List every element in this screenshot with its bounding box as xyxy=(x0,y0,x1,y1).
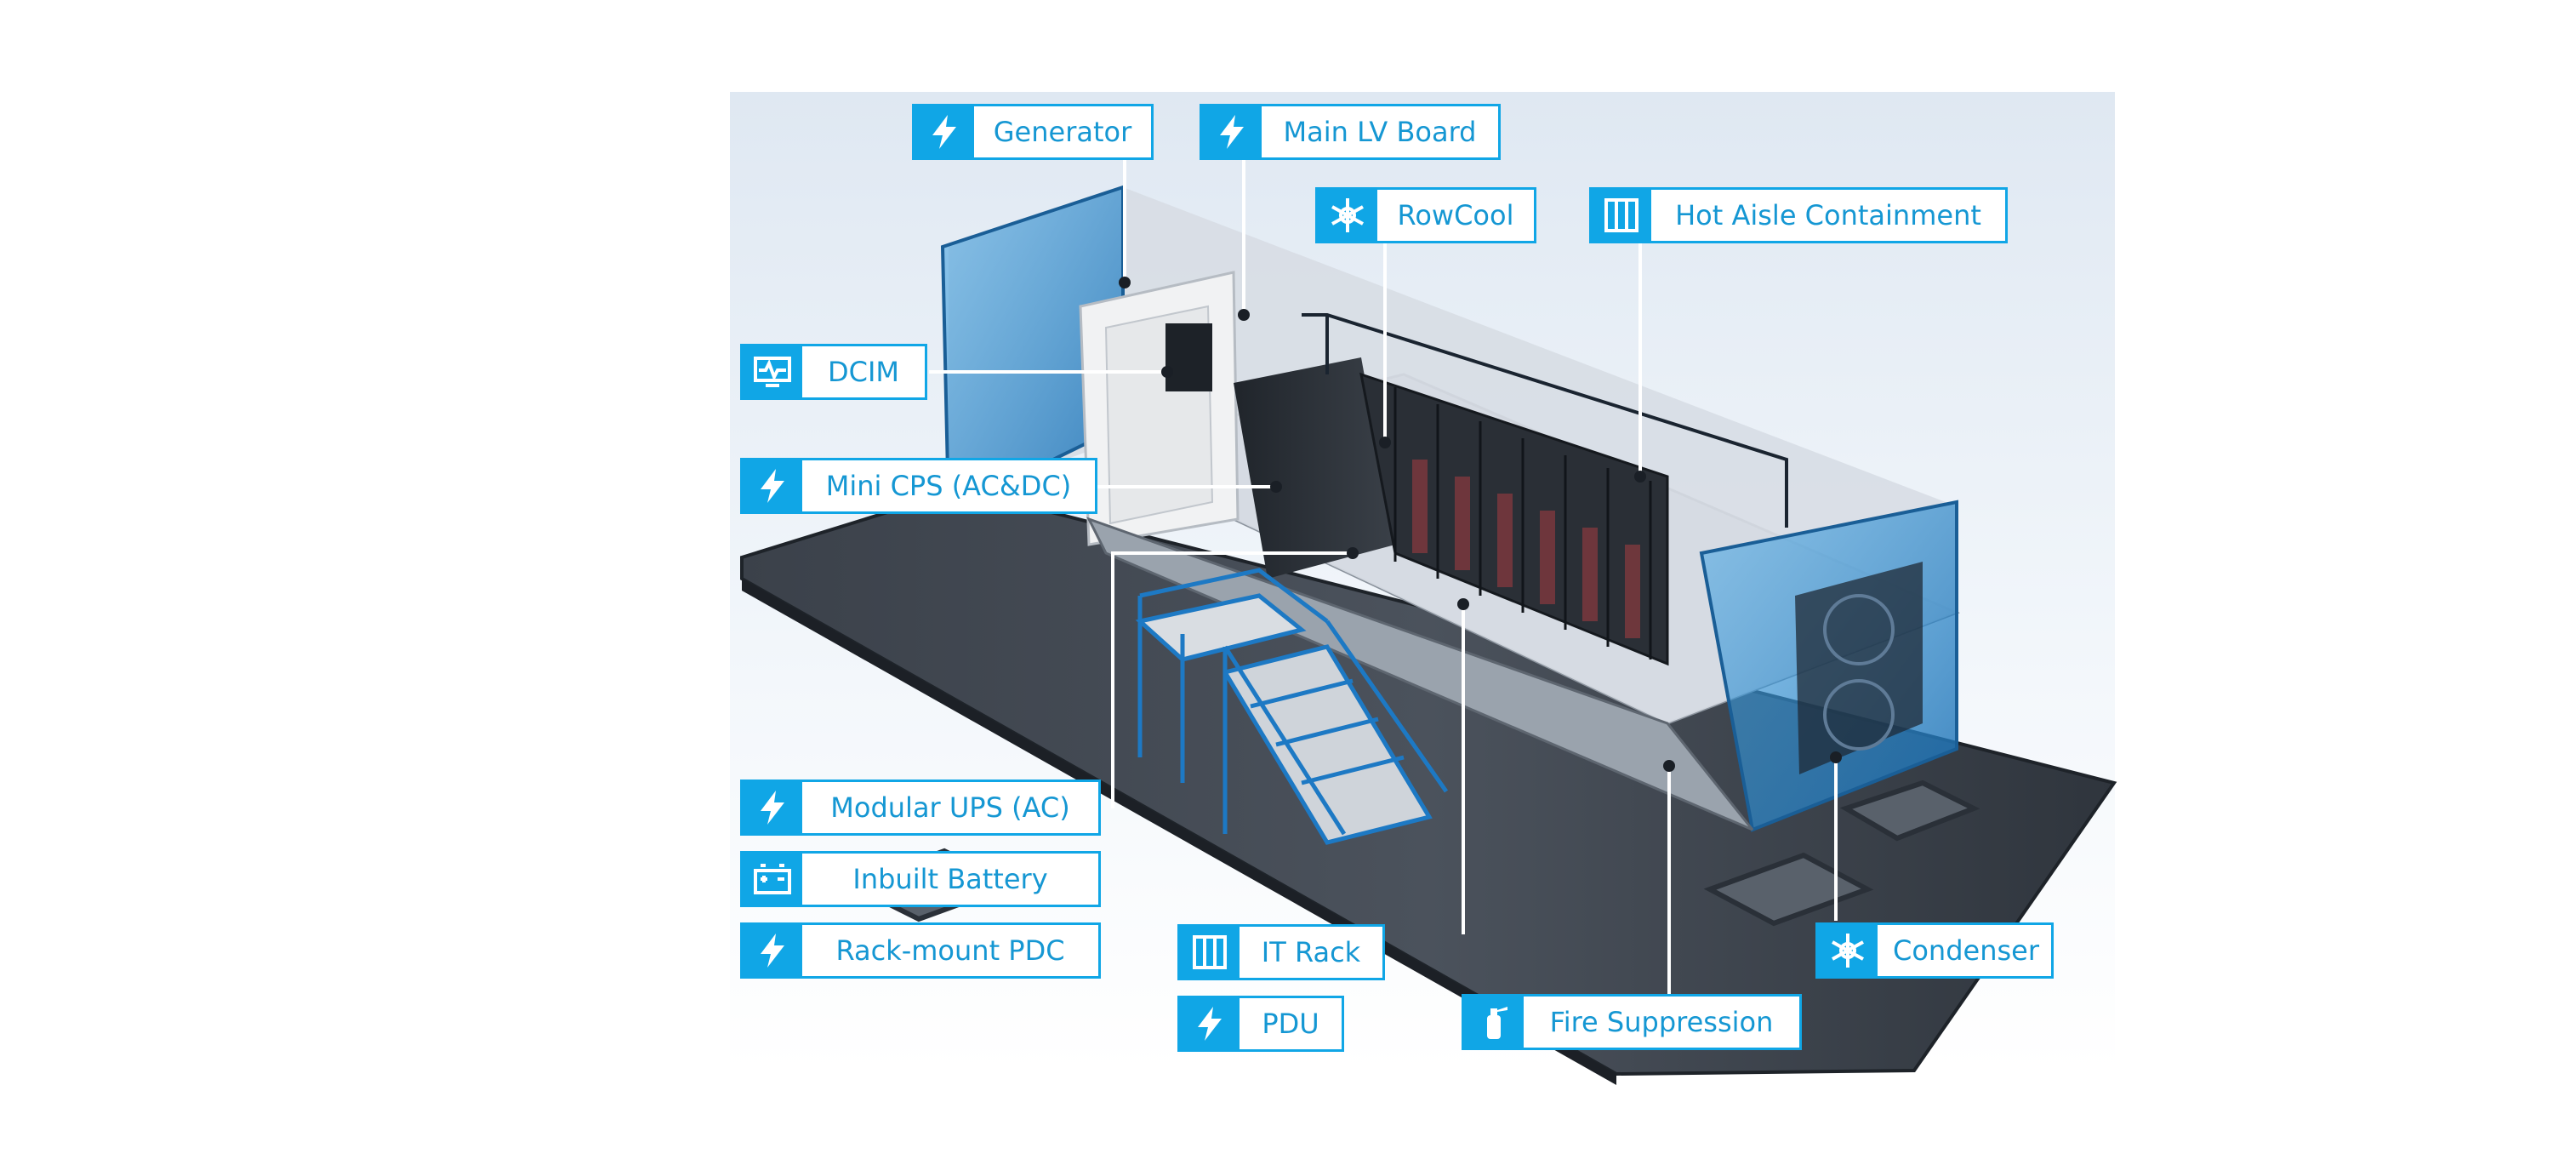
label-text: Generator xyxy=(993,116,1132,148)
label-text: Main LV Board xyxy=(1283,116,1477,148)
label-condenser: Condenser xyxy=(1815,922,2054,979)
label-text: Hot Aisle Containment xyxy=(1675,199,1981,231)
label-text: IT Rack xyxy=(1261,936,1361,968)
label-text: Modular UPS (AC) xyxy=(830,791,1070,824)
containment-icon xyxy=(1180,927,1240,978)
snowflake-icon xyxy=(1318,190,1377,241)
label-text: RowCool xyxy=(1397,199,1514,231)
label-rowcool: RowCool xyxy=(1315,187,1536,243)
label-rack-mount-pdc: Rack-mount PDC xyxy=(740,922,1101,979)
label-text: Inbuilt Battery xyxy=(852,863,1048,895)
label-text: PDU xyxy=(1262,1008,1319,1040)
label-text: Fire Suppression xyxy=(1549,1006,1774,1038)
lightning-icon xyxy=(743,782,802,833)
label-text: Rack-mount PDC xyxy=(835,934,1065,967)
battery-icon xyxy=(743,854,802,905)
label-inbuilt-battery: Inbuilt Battery xyxy=(740,851,1101,907)
ground-slab-edge xyxy=(742,579,1616,1085)
dcim-cabinet xyxy=(1165,323,1212,391)
label-modular-ups: Modular UPS (AC) xyxy=(740,780,1101,836)
condenser-fans xyxy=(1823,594,1895,751)
label-generator: Generator xyxy=(912,104,1154,160)
extinguisher-icon xyxy=(1464,997,1524,1048)
label-hot-aisle-containment: Hot Aisle Containment xyxy=(1589,187,2008,243)
label-fire-suppression: Fire Suppression xyxy=(1462,994,1802,1050)
leader-dots xyxy=(1119,277,1842,772)
label-text: DCIM xyxy=(827,356,900,388)
lightning-icon xyxy=(915,106,974,157)
leader-lines xyxy=(929,158,1838,1000)
label-it-rack: IT Rack xyxy=(1177,924,1385,980)
label-pdu: PDU xyxy=(1177,996,1344,1052)
monitor-icon xyxy=(743,346,802,397)
rack-row xyxy=(1234,357,1669,666)
lightning-icon xyxy=(1202,106,1262,157)
lightning-icon xyxy=(743,460,802,511)
lightning-icon xyxy=(1180,998,1240,1049)
label-text: Mini CPS (AC&DC) xyxy=(825,470,1072,502)
entry-stairs xyxy=(1135,568,1449,845)
containment-icon xyxy=(1592,190,1651,241)
label-mini-cps: Mini CPS (AC&DC) xyxy=(740,458,1097,514)
label-text: Condenser xyxy=(1893,934,2039,967)
containment-frame xyxy=(1302,313,1788,528)
snowflake-icon xyxy=(1818,925,1878,976)
lightning-icon xyxy=(743,925,802,976)
label-main-lv-board: Main LV Board xyxy=(1200,104,1501,160)
label-dcim: DCIM xyxy=(740,344,927,400)
